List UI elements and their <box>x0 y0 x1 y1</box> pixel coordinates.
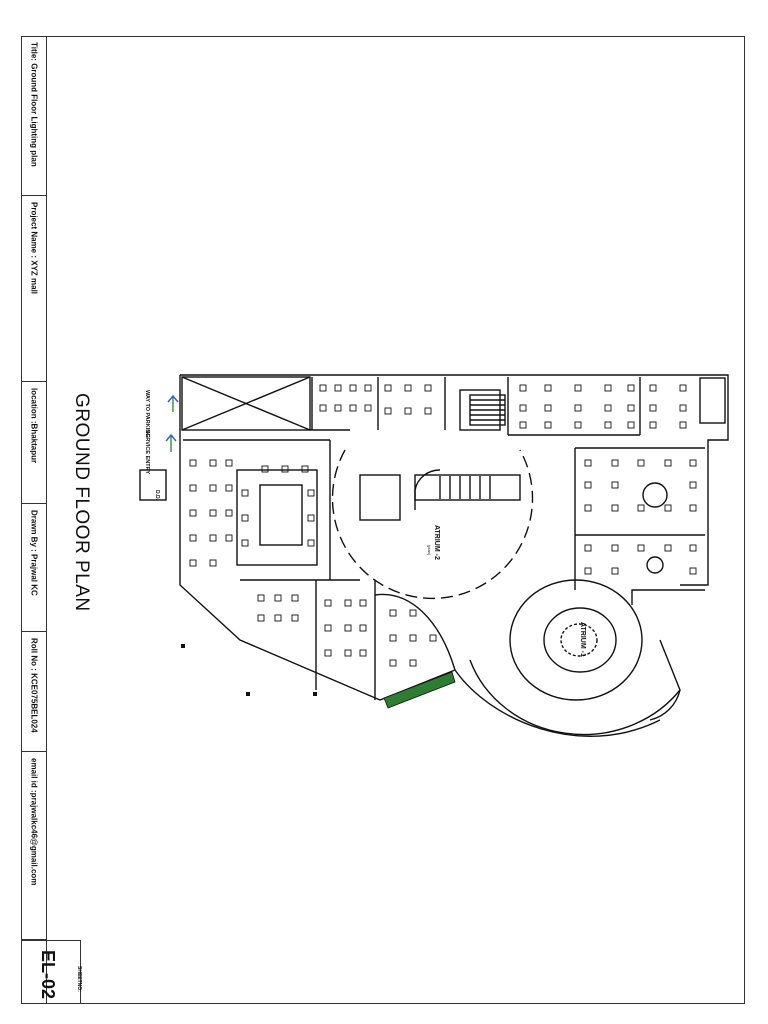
atrium-2-sub: (plan) <box>427 545 432 556</box>
fixtures-bottom-shops <box>257 594 437 667</box>
service-entry-label: SERVICE ENTRY <box>144 430 150 475</box>
title-block: Title: Ground Floor Lighting plan Projec… <box>21 36 47 1004</box>
fixtures-left <box>189 459 233 567</box>
sheet-number-box <box>21 940 81 1004</box>
sheet-border <box>21 36 745 1004</box>
project-cell: Project Name : XYZ mall <box>21 196 47 382</box>
fixtures-right-shops <box>584 459 697 575</box>
email-cell: email id :prajwalkc46@gmail.com <box>21 752 47 940</box>
dn-label: D.D. <box>154 490 160 500</box>
title-cell: Title: Ground Floor Lighting plan <box>21 36 47 196</box>
fixtures-core <box>241 465 315 547</box>
atrium-1-label: ATRIUM -1 <box>579 622 586 657</box>
location-cell: location :Bhaktapur <box>21 382 47 504</box>
atrium-2-label: ATRIUM -2 <box>433 525 440 560</box>
green-entry-strip <box>383 671 456 709</box>
roll-no-cell: Roll No : KCE075BEL024 <box>21 632 47 752</box>
fixtures-top-shops <box>319 384 687 429</box>
drawn-by-cell: Drawn By : Prajwal KC <box>21 504 47 632</box>
